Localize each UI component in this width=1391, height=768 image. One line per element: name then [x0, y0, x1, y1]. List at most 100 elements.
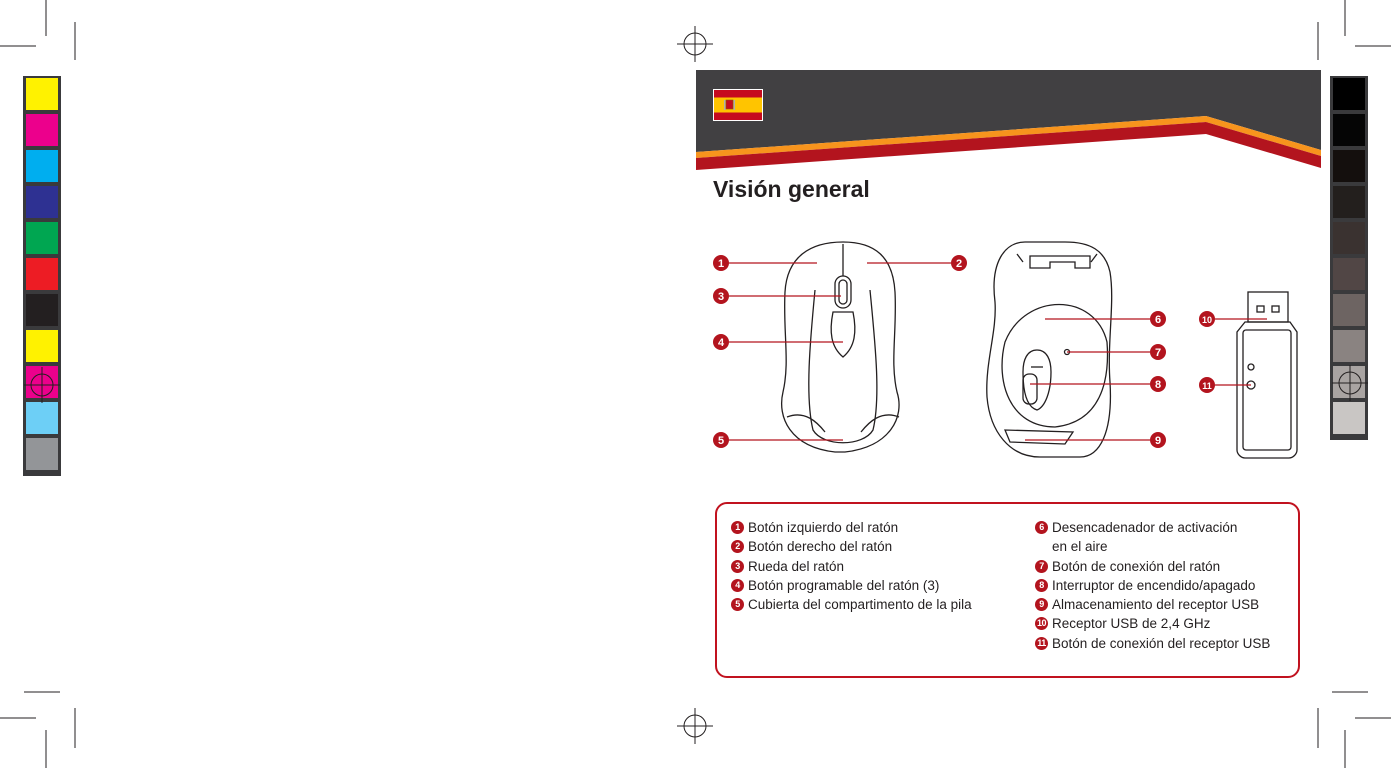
legend-text: Botón de conexión del receptor USB [1052, 634, 1270, 653]
right-color-swatch [1333, 258, 1365, 290]
legend-text: Botón derecho del ratón [748, 537, 892, 556]
callout-label: 1 [718, 258, 724, 270]
legend-text: Botón de conexión del ratón [1052, 557, 1220, 576]
left-color-swatch [26, 294, 58, 326]
legend-item: 10 Receptor USB de 2,4 GHz [1035, 614, 1270, 633]
legend-number-badge: 5 [731, 598, 744, 612]
callout-label: 8 [1155, 379, 1161, 391]
legend-item: 4 Botón programable del ratón (3) [731, 576, 972, 595]
callout-3: 3 [713, 288, 729, 304]
callout-11: 11 [1199, 377, 1215, 393]
registration-mark-right [1332, 365, 1368, 401]
legend-text-line: Botón de conexión del receptor USB [1052, 635, 1271, 651]
right-color-swatch [1333, 366, 1365, 398]
left-color-swatch [26, 114, 58, 146]
callout-5: 5 [713, 432, 729, 448]
callout-9: 9 [1150, 432, 1166, 448]
legend-item: 11 Botón de conexión del receptor USB [1035, 634, 1270, 653]
legend-number-badge: 11 [1035, 636, 1048, 650]
callout-badges: 1 2 3 4 5 6 7 8 9 10 11 [713, 255, 1215, 448]
legend-text-line: Receptor USB de 2,4 GHz [1052, 616, 1211, 632]
usb-receiver [1236, 291, 1298, 459]
legend-text: Cubierta del compartimento de la pila [748, 595, 972, 614]
legend-number-badge: 3 [731, 559, 744, 573]
legend-text: Rueda del ratón [748, 557, 844, 576]
left-color-swatch [26, 438, 58, 470]
legend-text-line-2: en el aire [1052, 539, 1108, 555]
right-color-swatch [1333, 222, 1365, 254]
callout-6: 6 [1150, 311, 1166, 327]
legend-text-line: Desencadenador de activación [1052, 520, 1238, 535]
callout-label: 7 [1155, 347, 1161, 359]
callout-label: 11 [1202, 381, 1212, 391]
legend-text: Interruptor de encendido/apagado [1052, 576, 1255, 595]
legend-text-line: Botón izquierdo del ratón [748, 520, 899, 535]
legend-number-badge: 8 [1035, 578, 1048, 592]
callout-label: 9 [1155, 435, 1161, 447]
right-color-swatch [1333, 186, 1365, 218]
right-color-swatch [1333, 150, 1365, 182]
right-color-swatch [1333, 330, 1365, 362]
left-color-swatch [26, 150, 58, 182]
legend-text-line: Botón derecho del ratón [748, 539, 893, 555]
callout-1: 1 [713, 255, 729, 271]
legend-text: Botón izquierdo del ratón [748, 518, 898, 537]
page-title: Visión general [713, 176, 870, 202]
left-color-swatch [26, 186, 58, 218]
legend-number-badge: 6 [1035, 521, 1048, 534]
legend-number-badge: 10 [1035, 617, 1048, 631]
right-color-swatch [1333, 294, 1365, 326]
callout-2: 2 [951, 255, 967, 271]
legend-item: 8 Interruptor de encendido/apagado [1035, 576, 1270, 595]
legend-text-line: Interruptor de encendido/apagado [1052, 577, 1256, 593]
spanish-flag-icon [713, 89, 763, 121]
legend-item: 1 Botón izquierdo del ratón [731, 518, 972, 537]
legend-item: 9 Almacenamiento del receptor USB [1035, 595, 1270, 614]
right-color-swatch [1333, 402, 1365, 434]
legend-right-column: 6 Desencadenador de activación en el aire 7… [1035, 518, 1270, 653]
legend-text: Desencadenador de activación en el aire [1052, 518, 1237, 557]
callout-7: 7 [1150, 344, 1166, 360]
legend-text-line: Botón de conexión del ratón [1052, 558, 1221, 574]
legend-number-badge: 4 [731, 578, 744, 592]
registration-mark-top [677, 26, 713, 62]
legend-number-badge: 7 [1035, 559, 1048, 573]
left-color-bar [23, 76, 61, 476]
legend-number-badge: 2 [731, 540, 744, 554]
legend-item: 6 Desencadenador de activación en el aire [1035, 518, 1270, 557]
callout-label: 3 [718, 291, 724, 303]
left-color-swatch [26, 330, 58, 362]
legend-number-badge: 9 [1035, 598, 1048, 612]
header-band [696, 70, 1321, 170]
legend-item: 5 Cubierta del compartimento de la pila [731, 595, 972, 614]
mouse-top-view [781, 241, 900, 453]
legend-item: 2 Botón derecho del ratón [731, 537, 972, 556]
left-color-swatch [26, 222, 58, 254]
legend-box: 1 Botón izquierdo del ratón 2 Botón derecho… [715, 502, 1300, 678]
legend-text-line: Botón programable del ratón (3) [748, 577, 940, 593]
callout-label: 2 [956, 258, 962, 270]
registration-mark-left [24, 367, 60, 403]
legend-text-line: Almacenamiento del receptor USB [1052, 597, 1260, 613]
callout-8: 8 [1150, 376, 1166, 392]
legend-text: Almacenamiento del receptor USB [1052, 595, 1259, 614]
callout-10: 10 [1199, 311, 1215, 327]
callout-label: 6 [1155, 314, 1161, 326]
left-color-swatch [26, 78, 58, 110]
right-color-swatch [1333, 114, 1365, 146]
left-color-swatch [26, 402, 58, 434]
right-color-swatch [1333, 78, 1365, 110]
callout-label: 10 [1202, 315, 1212, 325]
legend-number-badge: 1 [731, 521, 744, 534]
right-color-bar [1330, 76, 1368, 440]
callout-label: 5 [718, 435, 724, 447]
mouse-bottom-view [986, 241, 1113, 458]
registration-mark-bottom [677, 708, 713, 744]
legend-left-column: 1 Botón izquierdo del ratón 2 Botón derecho… [731, 518, 972, 614]
legend-text: Receptor USB de 2,4 GHz [1052, 614, 1210, 633]
legend-text: Botón programable del ratón (3) [748, 576, 939, 595]
legend-item: 7 Botón de conexión del ratón [1035, 557, 1270, 576]
left-color-swatch [26, 258, 58, 290]
callout-4: 4 [713, 334, 729, 350]
legend-text-line: Rueda del ratón [748, 558, 845, 574]
